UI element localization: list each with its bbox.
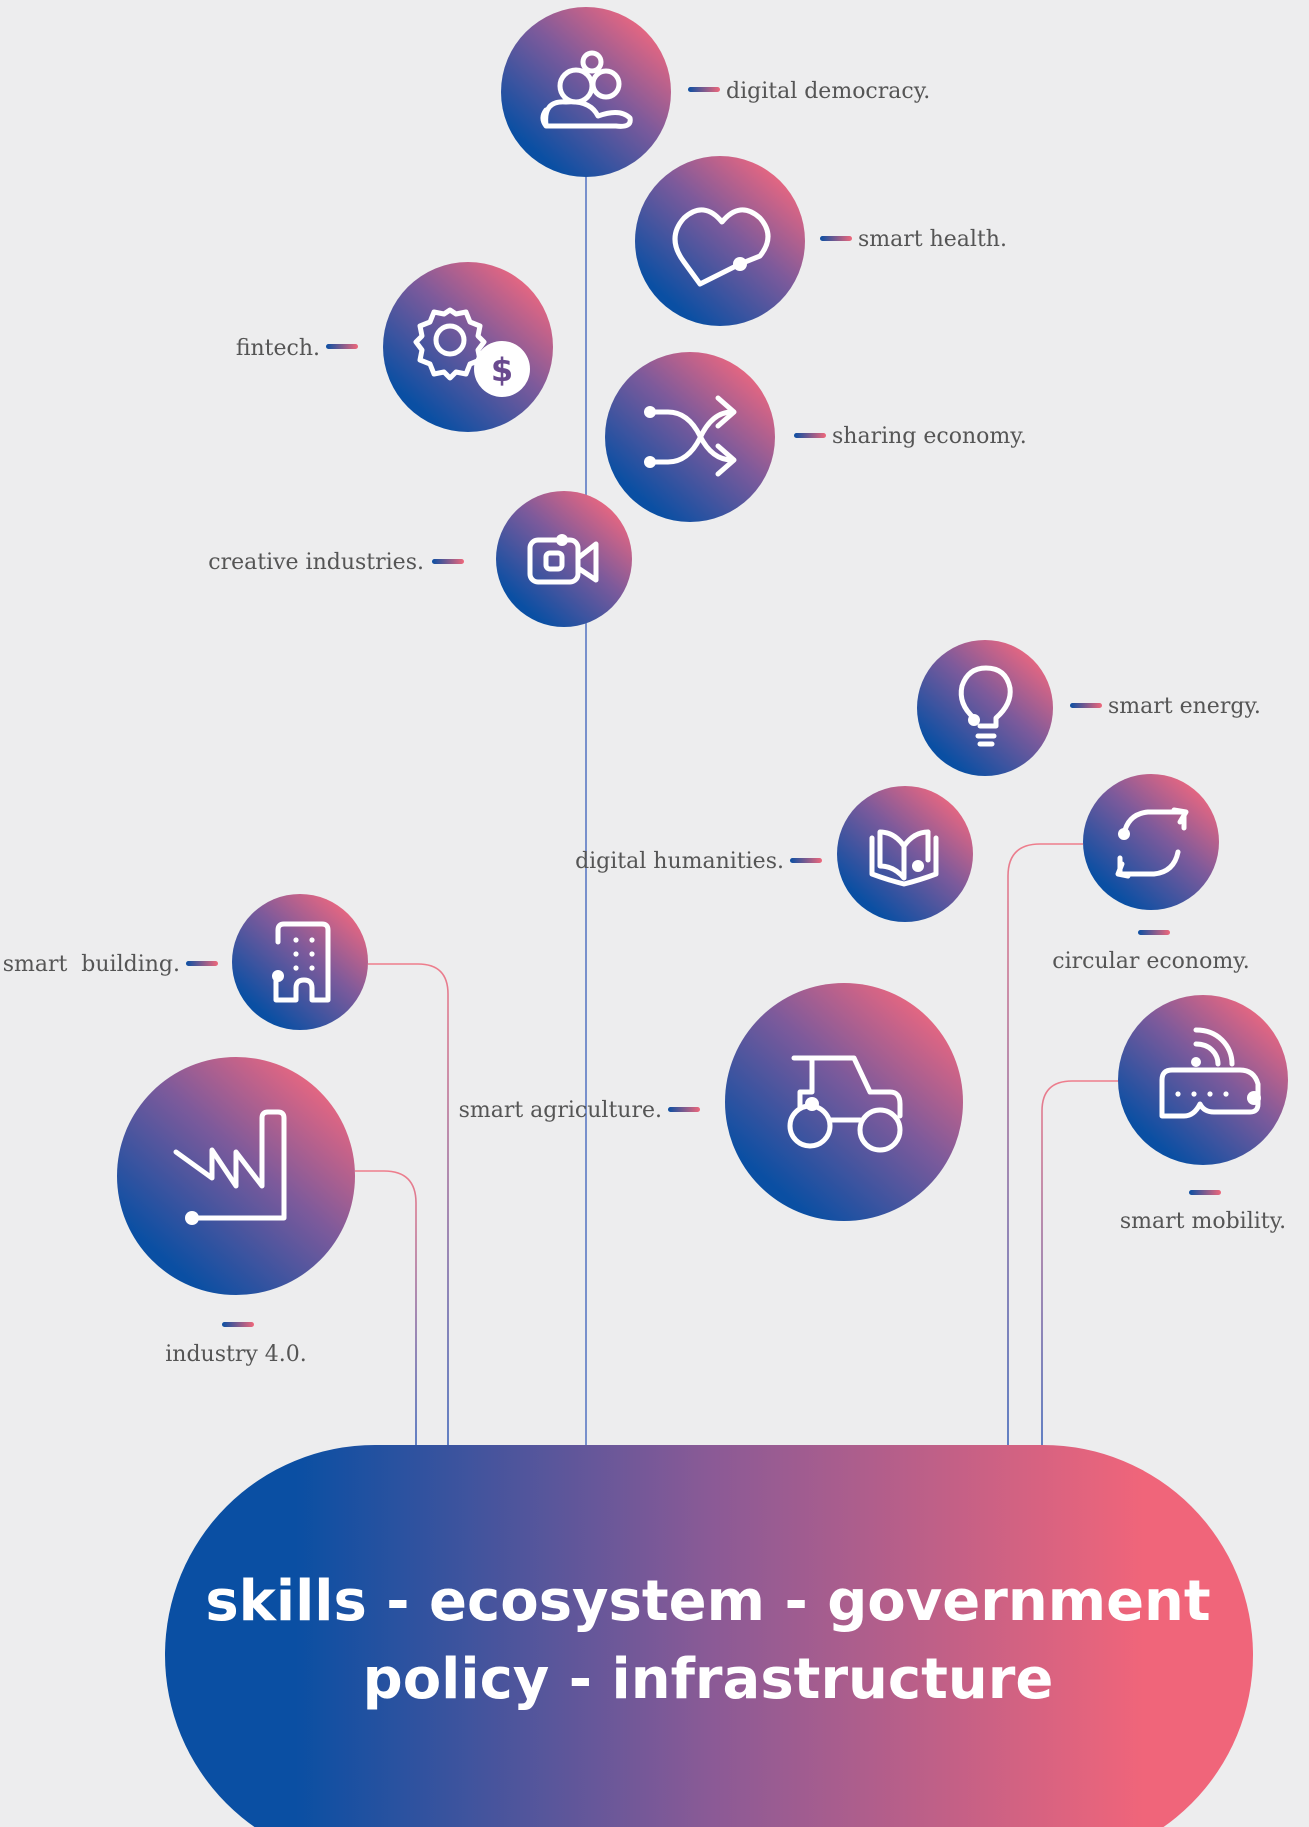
svg-text:$: $ — [491, 351, 513, 389]
node-smart-building: smart building. — [3, 894, 368, 1030]
factory-chart-icon — [173, 1109, 287, 1225]
connector-industry-4-0 — [355, 1170, 417, 1445]
label-sharing-economy: sharing economy. — [832, 424, 1027, 449]
label-industry-4-0: industry 4.0. — [165, 1342, 307, 1367]
label-dash — [432, 559, 464, 564]
node-sharing-economy: sharing economy. — [605, 352, 1027, 522]
node-circular-economy: circular economy. — [1052, 774, 1250, 974]
video-camera-icon — [527, 534, 599, 585]
label-dash — [186, 961, 218, 966]
connector-smart-mobility — [1041, 1080, 1118, 1445]
people-icon — [540, 50, 633, 129]
node-creative-industries: creative industries. — [208, 491, 632, 627]
label-dash — [1189, 1190, 1221, 1195]
node-smart-agriculture: smart agriculture. — [459, 983, 963, 1221]
label-dash — [790, 858, 822, 863]
foundation-line-1: skills - ecosystem - government — [205, 1569, 1210, 1634]
node-digital-humanities: digital humanities. — [575, 786, 973, 922]
heart-icon — [672, 207, 771, 287]
node-digital-democracy: digital democracy. — [501, 7, 930, 177]
label-dash — [688, 87, 720, 92]
connector-smart-building — [368, 963, 449, 1445]
label-dash — [1138, 930, 1170, 935]
label-digital-democracy: digital democracy. — [726, 79, 930, 104]
label-dash — [326, 344, 358, 349]
label-dash — [222, 1322, 254, 1327]
label-smart-energy: smart energy. — [1108, 694, 1261, 719]
lightbulb-icon — [958, 665, 1013, 747]
label-creative-industries: creative industries. — [208, 550, 424, 575]
label-smart-mobility: smart mobility. — [1120, 1209, 1286, 1234]
connected-bus-icon — [1159, 1027, 1261, 1119]
node-industry-4-0: industry 4.0. — [117, 1057, 355, 1367]
open-book-icon — [869, 829, 939, 887]
shuffle-arrows-icon — [644, 395, 737, 477]
connector-circular-economy — [1007, 843, 1083, 1445]
recycle-arrows-icon — [1115, 807, 1189, 879]
label-smart-building: smart building. — [3, 952, 180, 977]
label-digital-humanities: digital humanities. — [575, 849, 784, 874]
label-circular-economy: circular economy. — [1052, 949, 1249, 974]
node-smart-mobility: smart mobility. — [1118, 995, 1288, 1234]
node-smart-health: smart health. — [635, 156, 1007, 326]
node-fintech: $ fintech. — [236, 262, 553, 432]
node-smart-energy: smart energy. — [917, 640, 1261, 776]
label-fintech: fintech. — [236, 336, 320, 361]
foundation-pill: skills - ecosystem - government policy -… — [165, 1445, 1253, 1827]
building-icon — [272, 921, 331, 1003]
label-smart-agriculture: smart agriculture. — [459, 1098, 662, 1123]
label-smart-health: smart health. — [858, 227, 1007, 252]
label-dash — [668, 1107, 700, 1112]
gear-dollar-icon: $ — [413, 307, 530, 397]
label-dash — [1070, 703, 1102, 708]
foundation-line-2: policy - infrastructure — [363, 1647, 1054, 1712]
label-dash — [820, 236, 852, 241]
tractor-icon — [787, 1055, 903, 1153]
label-dash — [794, 433, 826, 438]
